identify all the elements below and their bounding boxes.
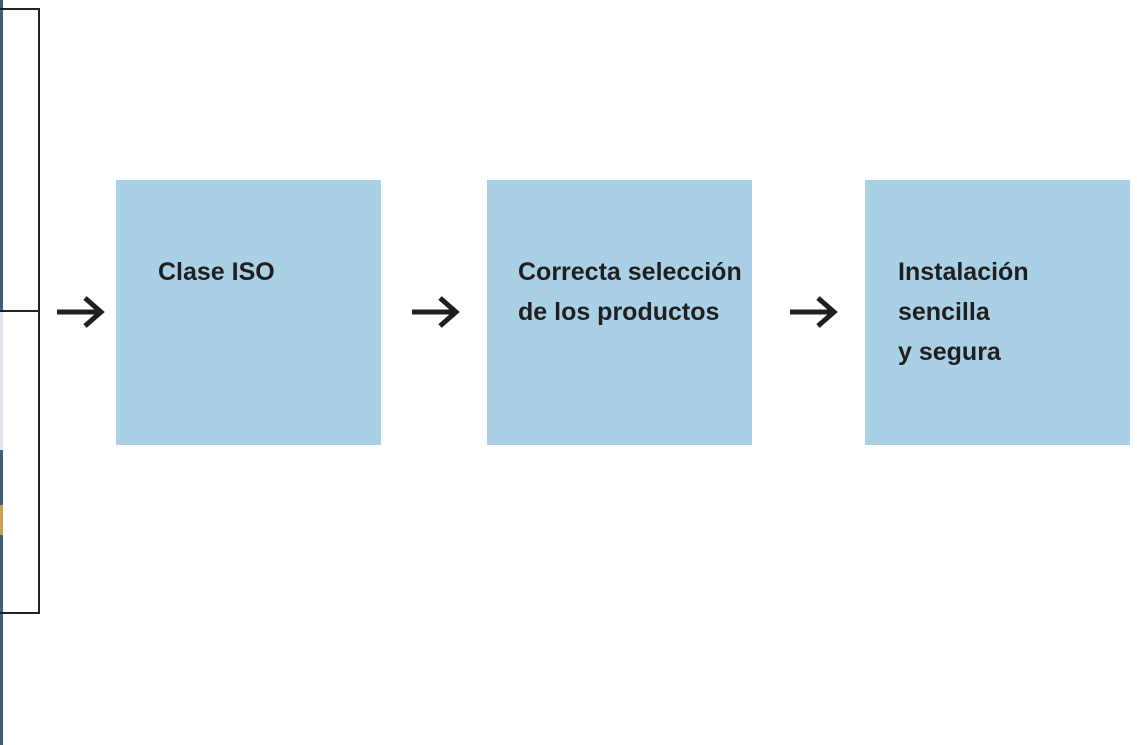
step-label-3: Instalación sencilla y segura (898, 258, 1029, 366)
step-box-3: Instalación sencilla y segura (865, 180, 1130, 445)
right-arrow-icon (55, 294, 107, 330)
right-arrow-icon (410, 294, 462, 330)
left-edge-strip-accent (0, 505, 3, 535)
step-box-2: Correcta selección de los productos (487, 180, 752, 445)
bracket-connector-line (0, 310, 40, 312)
right-arrow-icon (788, 294, 840, 330)
left-edge-strip-highlight (0, 310, 3, 450)
bracket-top-line (0, 8, 40, 10)
step-box-1: Clase ISO (116, 180, 381, 445)
bracket-bottom-line (0, 612, 40, 614)
step-label-1: Clase ISO (158, 258, 275, 286)
step-label-2: Correcta selección de los productos (518, 258, 742, 326)
